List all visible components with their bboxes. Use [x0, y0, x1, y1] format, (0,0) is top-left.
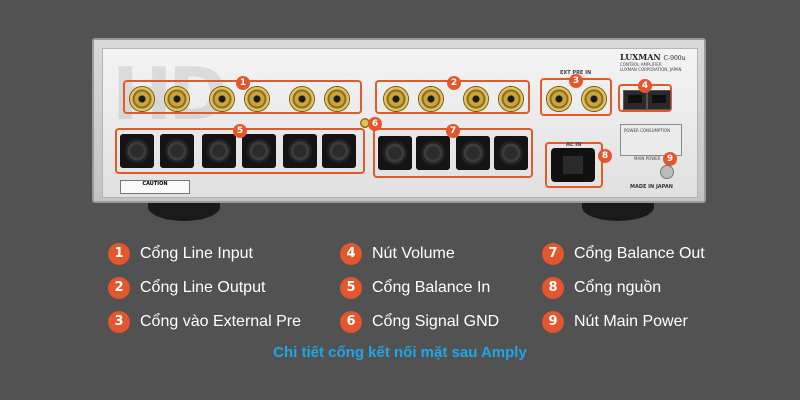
xlr-connector	[322, 134, 356, 168]
model-name: C-900u	[663, 55, 686, 62]
rca-jack	[325, 87, 349, 111]
brand-block: LUXMAN C-900u CONTROL AMPLIFIER LUXMAN C…	[620, 52, 685, 72]
panel-badge-6: 6	[368, 117, 382, 131]
legend-label: Cổng Balance Out	[574, 245, 705, 262]
legend-label: Nút Main Power	[574, 313, 688, 330]
legend-item-balance-in: 5 Cổng Balance In	[340, 276, 490, 300]
rca-jack	[165, 87, 189, 111]
legend-label: Nút Volume	[372, 245, 455, 262]
rca-jack	[547, 87, 571, 111]
legend-number: 8	[542, 277, 564, 299]
legend-item-line-output: 2 Cổng Line Output	[108, 276, 265, 300]
rca-jack	[290, 87, 314, 111]
panel-badge-5: 5	[233, 124, 247, 138]
right-foot	[582, 203, 654, 221]
caution-label: CAUTION	[120, 180, 190, 194]
legend-number: 3	[108, 311, 130, 333]
legend-number: 1	[108, 243, 130, 265]
legend-item-power-inlet: 8 Cổng nguồn	[542, 276, 661, 300]
ac-in-label: AC IN	[566, 142, 582, 148]
xlr-connector	[202, 134, 236, 168]
legend-number: 7	[542, 243, 564, 265]
panel-badge-7: 7	[446, 124, 460, 138]
main-power-button	[660, 165, 674, 179]
legend-item-signal-gnd: 6 Cổng Signal GND	[340, 310, 499, 334]
rj-port	[647, 90, 671, 110]
rca-jack	[464, 87, 488, 111]
left-foot	[148, 203, 220, 221]
power-consumption-label: POWER CONSUMPTION	[624, 128, 671, 133]
legend-label: Cổng Line Output	[140, 279, 266, 296]
legend-item-balance-out: 7 Cổng Balance Out	[542, 242, 705, 266]
legend-item-main-power: 9 Nút Main Power	[542, 310, 688, 334]
legend-label: Cổng Signal GND	[372, 313, 500, 330]
xlr-connector	[494, 136, 528, 170]
rca-jack	[384, 87, 408, 111]
legend-item-external-pre: 3 Cổng vào External Pre	[108, 310, 301, 334]
legend-number: 9	[542, 311, 564, 333]
ext-pre-in-label: EXT PRE IN	[560, 70, 592, 76]
rca-jack	[245, 87, 269, 111]
panel-badge-4: 4	[638, 79, 652, 93]
legend-label: Cổng Line Input	[140, 245, 253, 262]
caption: Chi tiết cổng kết nối mặt sau Amply	[273, 344, 527, 361]
ac-inlet	[551, 148, 595, 182]
xlr-connector	[120, 134, 154, 168]
power-inlet-frame	[545, 142, 603, 188]
spec-plate: POWER CONSUMPTION	[620, 124, 682, 156]
xlr-connector	[378, 136, 412, 170]
signal-gnd-terminal	[360, 118, 370, 128]
rj-port	[623, 90, 647, 110]
xlr-connector	[416, 136, 450, 170]
rca-jack	[210, 87, 234, 111]
panel-badge-2: 2	[447, 76, 461, 90]
panel-badge-3: 3	[569, 74, 583, 88]
legend-number: 5	[340, 277, 362, 299]
panel-badge-1: 1	[236, 76, 250, 90]
legend-number: 4	[340, 243, 362, 265]
main-power-label: MAIN POWER	[634, 156, 661, 161]
xlr-connector	[242, 134, 276, 168]
made-in-label: MADE IN JAPAN	[630, 184, 673, 190]
legend-label: Cổng vào External Pre	[140, 313, 301, 330]
xlr-connector	[160, 134, 194, 168]
legend-number: 2	[108, 277, 130, 299]
rca-jack	[499, 87, 523, 111]
caution-text: CAUTION	[142, 181, 168, 187]
legend-label: Cổng Balance In	[372, 279, 491, 296]
xlr-connector	[456, 136, 490, 170]
rca-jack	[582, 87, 606, 111]
brand-name: LUXMAN	[620, 52, 661, 62]
legend-number: 6	[340, 311, 362, 333]
panel-badge-8: 8	[598, 149, 612, 163]
legend-item-volume: 4 Nút Volume	[340, 242, 455, 266]
rca-jack	[130, 87, 154, 111]
xlr-connector	[283, 134, 317, 168]
rca-jack	[419, 87, 443, 111]
legend-item-line-input: 1 Cổng Line Input	[108, 242, 253, 266]
maker-label: LUXMAN CORPORATION, JAPAN	[620, 67, 682, 72]
panel-badge-9: 9	[663, 152, 677, 166]
legend-label: Cổng nguồn	[574, 279, 662, 296]
amp-type-label: CONTROL AMPLIFIER	[620, 62, 662, 67]
